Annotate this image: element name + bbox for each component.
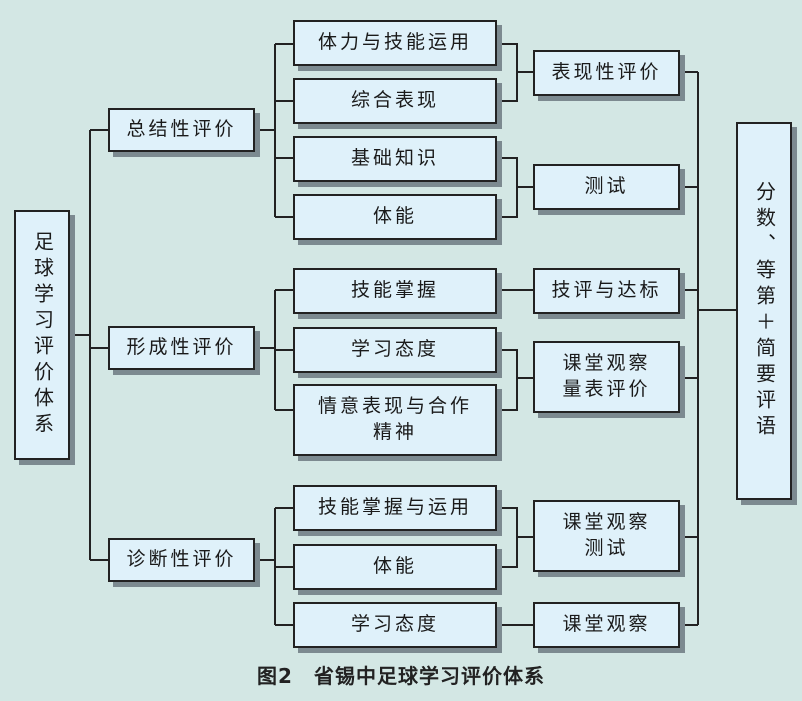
- node-summative-evaluation: 总结性评价: [108, 108, 255, 152]
- node-learning-attitude-1: 学习态度: [293, 327, 497, 373]
- node-basic-knowledge: 基础知识: [293, 136, 497, 182]
- figure-caption: 图2 省锡中足球学习评价体系: [257, 664, 545, 688]
- node-skill-mastery-use: 技能掌握与运用: [293, 485, 497, 531]
- node-physical-fitness-1: 体能: [293, 194, 497, 240]
- node-observation: 课堂观察: [533, 602, 680, 648]
- node-emotion-cooperation: 情意表现与合作 精神: [293, 384, 497, 456]
- node-performance-evaluation: 表现性评价: [533, 50, 680, 96]
- node-observation-test: 课堂观察 测试: [533, 500, 680, 572]
- node-fitness-skill-use: 体力与技能运用: [293, 20, 497, 66]
- node-physical-fitness-2: 体能: [293, 544, 497, 590]
- node-overall-performance: 综合表现: [293, 78, 497, 124]
- node-learning-attitude-2: 学习态度: [293, 602, 497, 648]
- node-skill-mastery: 技能掌握: [293, 268, 497, 314]
- node-formative-evaluation: 形成性评价: [108, 326, 255, 370]
- node-test: 测试: [533, 164, 680, 210]
- root-node: 足球学习评价体系: [14, 210, 70, 460]
- node-skill-eval-standard: 技评与达标: [533, 268, 680, 314]
- result-node: 分数、等第＋简要评语: [736, 122, 792, 500]
- node-observation-scale: 课堂观察 量表评价: [533, 341, 680, 413]
- node-diagnostic-evaluation: 诊断性评价: [108, 538, 255, 582]
